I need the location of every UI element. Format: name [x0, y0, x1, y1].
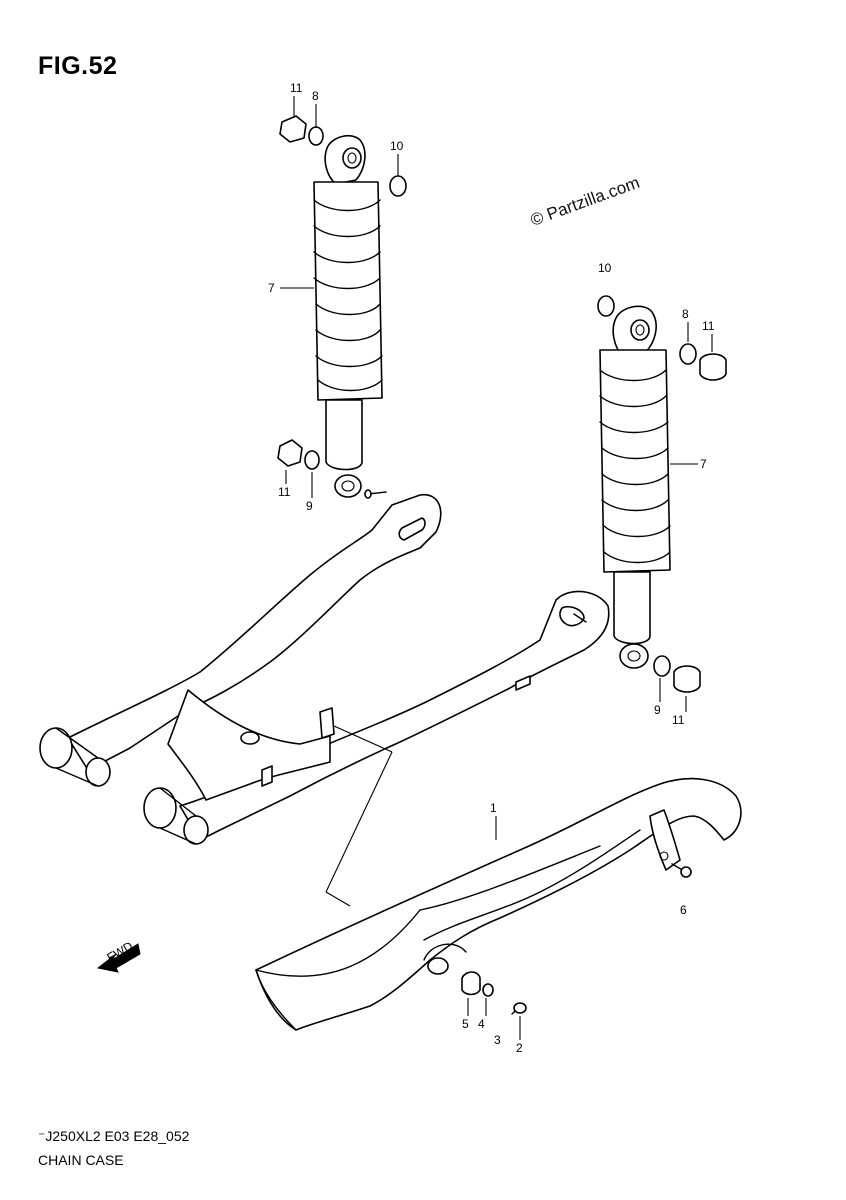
callout-8-left-top: 8: [312, 89, 319, 103]
callout-11-left-bottom: 11: [278, 485, 291, 499]
callout-5: 5: [462, 1017, 469, 1031]
callout-1: 1: [490, 801, 497, 815]
diagram-code: ⁻J250XL2 E03 E28_052: [38, 1128, 190, 1144]
washer-4: [482, 983, 494, 997]
mount-guide-lines: [325, 725, 393, 907]
washer-10-right: [597, 295, 615, 317]
chain-case: [255, 777, 742, 1031]
callout-6: 6: [680, 903, 687, 917]
callout-7-left: 7: [268, 281, 275, 295]
fwd-arrow: [96, 943, 141, 973]
callout-10-left: 10: [390, 139, 404, 153]
shock-absorber-right: [597, 295, 727, 693]
callout-10-right: 10: [598, 261, 612, 275]
callout-2: 2: [516, 1041, 523, 1055]
callout-11-right-top: 11: [702, 319, 715, 333]
callout-11-left-top: 11: [290, 81, 303, 95]
swingarm: [39, 489, 610, 845]
washer-8-left: [308, 126, 324, 146]
washer-9-right: [653, 655, 671, 677]
callout-9-left: 9: [306, 499, 313, 513]
collar-5: [461, 971, 481, 996]
diagram-caption: CHAIN CASE: [38, 1152, 124, 1168]
figure-title: FIG.52: [38, 52, 118, 80]
nut-11-left-top: [279, 115, 307, 143]
callout-9-right: 9: [654, 703, 661, 717]
callout-labels: 11 8 10 7 11 9 10 8 11 7 9 11 1 6 5 4 3 …: [105, 81, 715, 1055]
callout-4: 4: [478, 1017, 485, 1031]
callout-8-right: 8: [682, 307, 689, 321]
washer-10-left: [389, 175, 407, 197]
callout-11-right-bottom: 11: [672, 713, 685, 727]
callout-3: 3: [494, 1033, 501, 1047]
shock-absorber-left: [277, 115, 407, 498]
nut-11-right-bottom: [673, 665, 701, 693]
nut-11-left-bottom: [277, 439, 303, 467]
washer-9-left: [304, 450, 320, 470]
nut-11-right-top: [699, 353, 727, 381]
callout-7-right: 7: [700, 457, 707, 471]
washer-8-right: [679, 343, 697, 365]
